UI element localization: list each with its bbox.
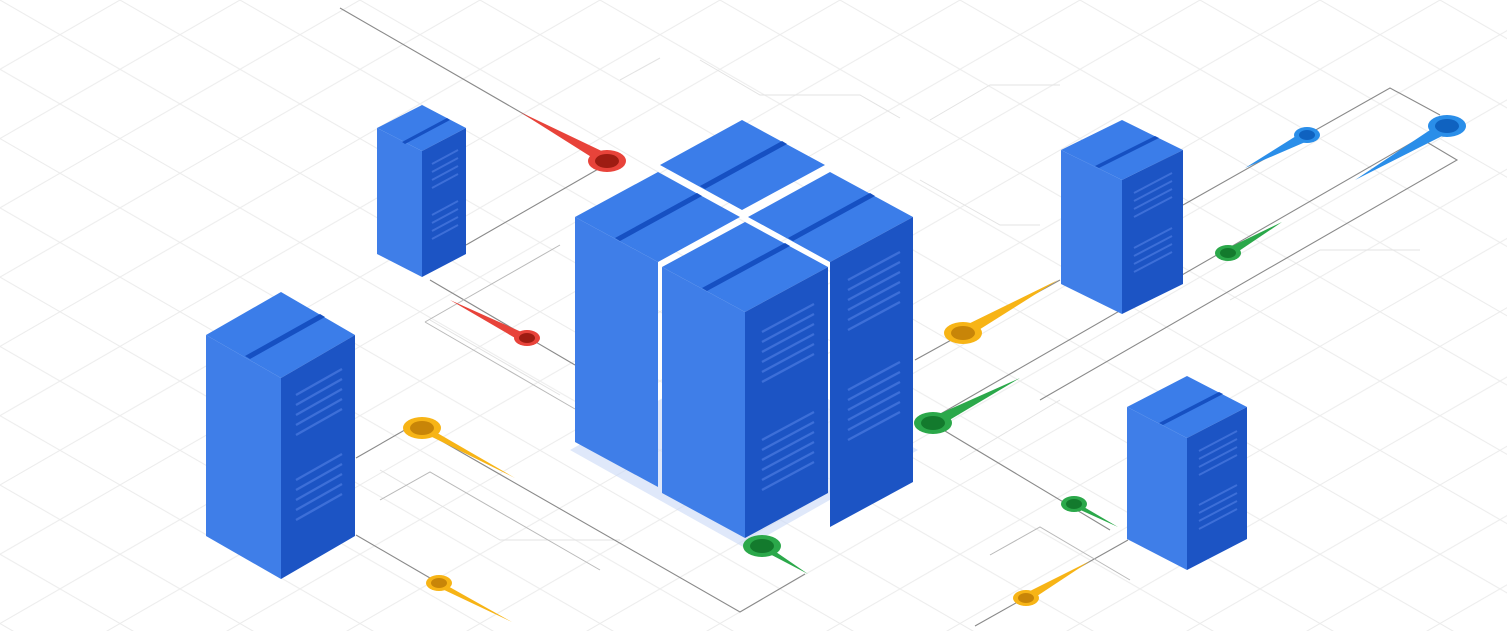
pin-blue-large: [1355, 115, 1466, 180]
cluster-unit-left: [575, 172, 740, 487]
cluster-unit-front: [662, 222, 828, 538]
server-right-top: [1061, 120, 1183, 314]
server-top-face: [206, 292, 355, 378]
pin-green-bottom: [743, 535, 808, 574]
cluster-unit-back: [660, 120, 825, 210]
pin-yellow-bottom-right: [1013, 561, 1090, 606]
pin-green-far-right: [1215, 222, 1282, 261]
server-cluster: [570, 120, 918, 548]
pin-green-right: [1061, 496, 1118, 527]
pin-yellow-left: [403, 417, 515, 478]
connector-lines-light: [379, 244, 1131, 581]
server-right-face: [422, 128, 466, 277]
pin-green-center: [914, 378, 1020, 434]
pin-yellow-center-right: [944, 280, 1058, 344]
server-left-face: [206, 335, 281, 579]
pin-red-lower: [450, 300, 540, 346]
server-top-slot: [1159, 392, 1223, 425]
server-left-face: [1061, 150, 1122, 314]
server-right-bottom: [1127, 376, 1247, 570]
server-top-slot: [402, 118, 450, 144]
server-left-face: [377, 128, 422, 277]
server-left-face: [1127, 407, 1187, 570]
cluster-unit-right: [748, 172, 913, 527]
circuit-traces: [379, 57, 1420, 541]
server-top-face: [377, 105, 466, 151]
pin-yellow-bottom-left: [426, 575, 512, 622]
server-vents: [295, 367, 343, 522]
server-vents: [1198, 430, 1238, 530]
server-vents: [761, 302, 815, 492]
pin-blue-small: [1245, 127, 1320, 168]
pin-red-upper: [520, 112, 626, 172]
server-right-face: [281, 335, 355, 579]
server-vents: [1133, 172, 1173, 273]
server-vents: [847, 250, 901, 442]
server-right-face: [1187, 407, 1247, 570]
server-vents: [431, 149, 459, 240]
server-top-left: [377, 105, 466, 277]
server-top-slot: [245, 314, 325, 359]
server-top-slot: [1095, 136, 1159, 168]
server-left: [206, 292, 355, 579]
